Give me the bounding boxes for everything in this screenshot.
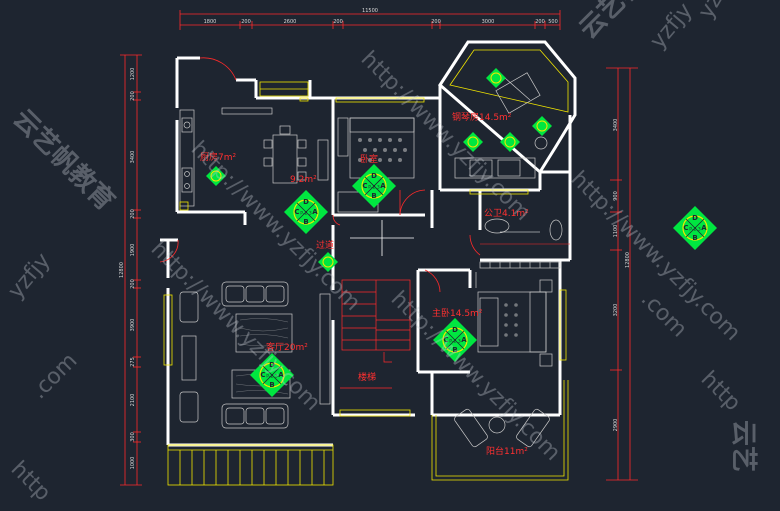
piano-marker-right [532, 116, 552, 136]
kitchen-furniture [179, 107, 329, 207]
marker-letter-left: C [683, 224, 688, 232]
right-dim-seg-3: 1100 [613, 225, 619, 238]
right-dimension-line [606, 67, 638, 481]
kitchen-fridge-marker [179, 201, 189, 211]
left-dim-seg-1: 1200 [130, 68, 136, 81]
room-label-piano-room: 钢琴房14.5m² [452, 111, 512, 123]
marker-letter-left: C [294, 208, 299, 216]
balcony-right [431, 380, 569, 481]
marker-letter-top: D [692, 214, 698, 222]
marker-letter-left: C [443, 336, 448, 344]
room-label-stairs: 楼梯 [358, 371, 376, 383]
balcony-chairs [454, 408, 550, 448]
marker-letter-bottom: B [303, 218, 308, 226]
kitchen-marker-c [206, 166, 226, 186]
piano-room-bay [438, 40, 577, 175]
right-dim-total: 12800 [625, 252, 631, 268]
marker-letter-right: A [380, 182, 386, 190]
left-dim-seg-2: 200 [130, 91, 136, 101]
corridor-marker-d [318, 252, 338, 272]
piano-marker-b [500, 132, 520, 152]
master-bedspread-pattern [504, 303, 518, 337]
room-label-bedroom: 卧室 [360, 153, 378, 165]
marker-letter-top: D [303, 198, 309, 206]
windows [163, 81, 567, 417]
right-dim-seg-2: 900 [613, 191, 619, 201]
balcony-left [167, 444, 334, 486]
top-dim-seg-5: 200 [431, 19, 441, 25]
left-dim-seg-3: 3400 [130, 151, 136, 164]
left-dim-seg-10: 300 [130, 432, 136, 442]
marker-letter-right: A [461, 336, 467, 344]
room-label-living-room: 客厅20m² [266, 341, 308, 353]
left-dim-seg-6: 200 [130, 279, 136, 289]
crosshair [350, 220, 414, 256]
staircase [341, 279, 411, 363]
left-dimension-line [120, 54, 142, 486]
direction-marker-master-bedroom: DC ABP-2.3 [433, 318, 477, 362]
right-dim-seg-1: 3400 [613, 119, 619, 132]
left-dim-seg-7: 3900 [130, 319, 136, 332]
left-dim-total: 12800 [119, 262, 125, 278]
marker-center-code: P-2.3 [449, 339, 461, 345]
top-dim-seg-4: 200 [333, 19, 343, 25]
room-label-corridor: 过道 [316, 239, 334, 251]
marker-center-code: P-2.3 [689, 227, 701, 233]
marker-letter-left: C [362, 182, 367, 190]
top-dim-seg-2: 200 [241, 19, 251, 25]
doors [159, 57, 481, 293]
marker-letter-bottom: B [452, 346, 457, 354]
left-dim-seg-4: 200 [130, 209, 136, 219]
bathroom-fixtures [479, 218, 563, 269]
left-dim-seg-11: 1000 [130, 457, 136, 470]
marker-center-code: P-2.3 [266, 374, 278, 380]
watermark-cn-1: 云艺 [728, 420, 758, 472]
direction-marker-bedroom: DC ABP-2.3 [352, 164, 396, 208]
marker-center-code: P-2.3 [368, 185, 380, 191]
top-dim-seg-8: 500 [548, 19, 558, 25]
marker-letter-top: D [452, 326, 458, 334]
marker-letter-left: C [260, 371, 265, 379]
piano-marker-top [486, 68, 506, 88]
marker-letter-bottom: B [692, 234, 697, 242]
direction-marker-bathroom-side: DC ABP-2.3 [673, 206, 717, 250]
marker-letter-top: D [269, 361, 275, 369]
left-dim-seg-5: 1900 [130, 244, 136, 257]
marker-letter-right: A [278, 371, 284, 379]
master-bedroom-furniture [475, 272, 553, 367]
bedroom-bedspread-pattern [358, 138, 407, 162]
marker-letter-right: A [701, 224, 707, 232]
room-label-master-bedroom: 主卧14.5m² [432, 307, 483, 319]
room-label-dining-area: 9.2m² [290, 175, 317, 185]
room-label-kitchen: 厨房7m² [200, 151, 236, 163]
left-dim-seg-8: 275 [130, 357, 136, 367]
room-label-balcony: 阳台11m² [486, 445, 528, 457]
top-dimension-total: 11500 [362, 8, 378, 14]
room-label-bathroom: 公卫4.1m² [484, 208, 529, 219]
right-dim-seg-4: 3200 [613, 304, 619, 317]
top-dim-seg-7: 200 [535, 19, 545, 25]
top-dim-seg-1: 1800 [204, 19, 217, 25]
marker-letter-top: D [371, 172, 377, 180]
piano-marker-c [463, 132, 483, 152]
marker-letter-bottom: B [371, 192, 376, 200]
living-room-furniture [179, 281, 331, 429]
top-dim-seg-3: 2600 [284, 19, 297, 25]
top-dimension-line [179, 10, 561, 30]
right-dim-seg-5: 2900 [613, 419, 619, 432]
marker-center-code: P-2.3 [300, 211, 312, 217]
marker-letter-right: A [312, 208, 318, 216]
marker-letter-bottom: B [269, 381, 274, 389]
piano-room-bay-inner [449, 49, 569, 113]
top-dim-seg-6: 3000 [482, 19, 495, 25]
direction-marker-dining: DC ABP-2.3 [284, 190, 328, 234]
left-dim-seg-9: 2100 [130, 394, 136, 407]
direction-marker-living-room: DC ABP-2.3 [250, 353, 294, 397]
